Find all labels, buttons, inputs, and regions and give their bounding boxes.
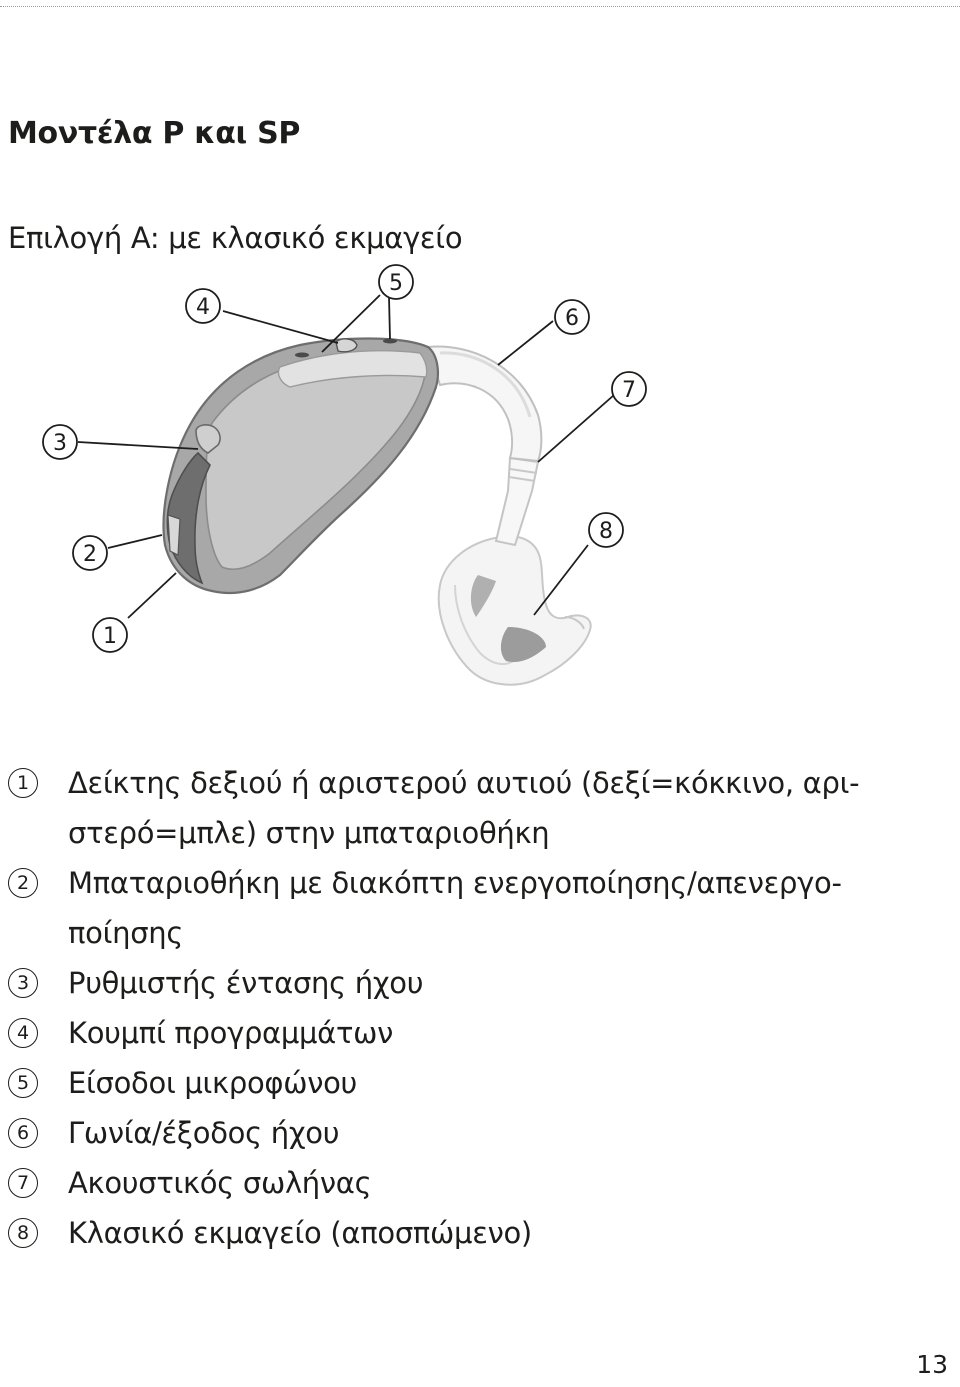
callout-3-label: 3 bbox=[53, 431, 67, 456]
legend-text-continued: στερό=μπλε) στην μπαταριοθήκη bbox=[68, 816, 550, 850]
top-dotted-rule bbox=[0, 6, 960, 7]
callout-4-label: 4 bbox=[196, 295, 210, 320]
page-number: 13 bbox=[916, 1350, 948, 1379]
legend-item: 3 Ρυθμιστής έντασης ήχου bbox=[8, 958, 948, 1008]
callout-1: 1 bbox=[92, 617, 128, 653]
earhook-shape bbox=[426, 345, 543, 463]
legend-number: 7 bbox=[8, 1168, 38, 1198]
earmould-shape bbox=[437, 535, 592, 686]
parts-legend: 1 Δείκτης δεξιού ή αριστερού αυτιού (δεξ… bbox=[8, 758, 948, 1258]
callout-7-label: 7 bbox=[622, 378, 636, 403]
hearing-aid-body bbox=[162, 337, 439, 595]
legend-number: 2 bbox=[8, 868, 38, 898]
legend-item: 8 Κλασικό εκμαγείο (αποσπώμενο) bbox=[8, 1208, 948, 1258]
legend-number: 8 bbox=[8, 1218, 38, 1248]
legend-number: 1 bbox=[8, 768, 38, 798]
legend-text: Ρυθμιστής έντασης ήχου bbox=[68, 966, 424, 1000]
callout-8-label: 8 bbox=[599, 519, 613, 544]
page-heading: Μοντέλα P και SP bbox=[8, 116, 301, 151]
legend-item: 1 Δείκτης δεξιού ή αριστερού αυτιού (δεξ… bbox=[8, 758, 948, 858]
hearing-aid-illustration: 4 5 6 7 3 8 2 1 bbox=[42, 264, 647, 686]
callout-2-label: 2 bbox=[83, 542, 97, 567]
callout-3: 3 bbox=[42, 424, 78, 460]
legend-item: 2 Μπαταριοθήκη με διακόπτη ενεργοποίησης… bbox=[8, 858, 948, 958]
legend-item: 6 Γωνία/έξοδος ήχου bbox=[8, 1108, 948, 1158]
legend-text: Γωνία/έξοδος ήχου bbox=[68, 1116, 340, 1150]
legend-number: 5 bbox=[8, 1068, 38, 1098]
callout-4: 4 bbox=[185, 288, 221, 324]
legend-item: 7 Ακουστικός σωλήνας bbox=[8, 1158, 948, 1208]
option-subheading: Επιλογή A: με κλασικό εκμαγείο bbox=[8, 221, 463, 255]
sound-tube-connector bbox=[494, 456, 540, 547]
legend-number: 3 bbox=[8, 968, 38, 998]
callout-1-label: 1 bbox=[103, 624, 117, 649]
callout-6-label: 6 bbox=[565, 306, 579, 331]
callout-8: 8 bbox=[588, 512, 624, 548]
legend-number: 6 bbox=[8, 1118, 38, 1148]
legend-text: Κουμπί προγραμμάτων bbox=[68, 1016, 394, 1050]
legend-number: 4 bbox=[8, 1018, 38, 1048]
legend-text: Είσοδοι μικροφώνου bbox=[68, 1066, 358, 1100]
legend-text: Ακουστικός σωλήνας bbox=[68, 1166, 372, 1200]
hearing-aid-figure: 4 5 6 7 3 8 2 1 bbox=[0, 255, 960, 705]
legend-text: Δείκτης δεξιού ή αριστερού αυτιού (δεξί=… bbox=[68, 766, 860, 800]
legend-text: Κλασικό εκμαγείο (αποσπώμενο) bbox=[68, 1216, 532, 1250]
callout-2: 2 bbox=[72, 535, 108, 571]
callout-5: 5 bbox=[378, 264, 414, 300]
callout-6: 6 bbox=[554, 299, 590, 335]
leader-lines bbox=[77, 294, 615, 619]
callout-5-label: 5 bbox=[389, 271, 403, 296]
legend-item: 4 Κουμπί προγραμμάτων bbox=[8, 1008, 948, 1058]
legend-item: 5 Είσοδοι μικροφώνου bbox=[8, 1058, 948, 1108]
legend-text: Μπαταριοθήκη με διακόπτη ενεργοποίησης/α… bbox=[68, 866, 842, 900]
callout-7: 7 bbox=[611, 371, 647, 407]
legend-text-continued: ποίησης bbox=[68, 916, 184, 950]
